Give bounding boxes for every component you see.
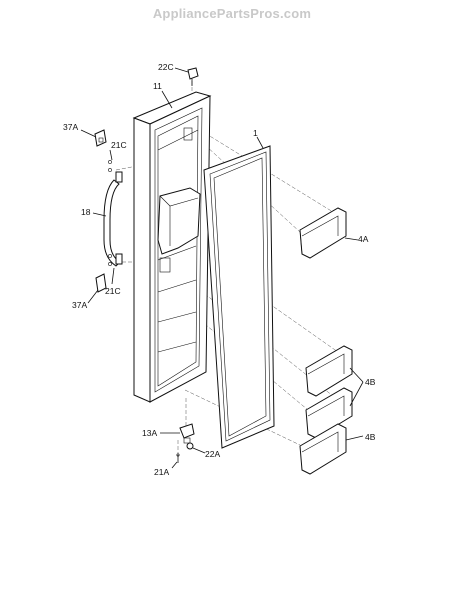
door-gasket xyxy=(203,145,275,449)
callout-4A: 4A xyxy=(358,234,369,244)
callout-37A-top: 37A xyxy=(63,122,78,132)
door-bin-4B-3 xyxy=(299,423,347,475)
door-handle xyxy=(103,179,121,267)
callout-4B-lower: 4B xyxy=(365,432,376,442)
watermark: AppliancePartsPros.com xyxy=(152,6,312,21)
callout-labels: 22C 11 1 37A 21C 18 4A 21C 37A 4B 13A 22… xyxy=(63,62,376,477)
handle-bracket-top xyxy=(94,129,107,147)
door-bin-4A xyxy=(299,207,347,259)
callout-1: 1 xyxy=(253,128,258,138)
screws-21C-top xyxy=(108,160,123,183)
hinge-pin-22A xyxy=(186,442,194,450)
callout-21C-bottom: 21C xyxy=(105,286,121,296)
callout-11: 11 xyxy=(153,81,162,91)
bottom-hinge-13A xyxy=(179,423,195,444)
screw-21A xyxy=(176,453,180,463)
door-bin-4B-1 xyxy=(305,345,353,397)
callout-13A: 13A xyxy=(142,428,157,438)
freezer-door xyxy=(132,91,212,403)
callout-21C-top: 21C xyxy=(111,140,127,150)
dispenser-housing xyxy=(157,187,201,273)
callout-37A-bottom: 37A xyxy=(72,300,87,310)
callout-21A: 21A xyxy=(154,467,169,477)
door-bin-4B-2 xyxy=(305,387,353,439)
callout-22A: 22A xyxy=(205,449,220,459)
handle-bracket-bottom xyxy=(95,273,107,293)
callout-4B-upper: 4B xyxy=(365,377,376,387)
callout-22C: 22C xyxy=(158,62,174,72)
screws-21C-bottom xyxy=(108,253,123,266)
hinge-pin-22C xyxy=(187,67,199,86)
callout-18: 18 xyxy=(81,207,91,217)
leader-lines xyxy=(80,67,364,469)
